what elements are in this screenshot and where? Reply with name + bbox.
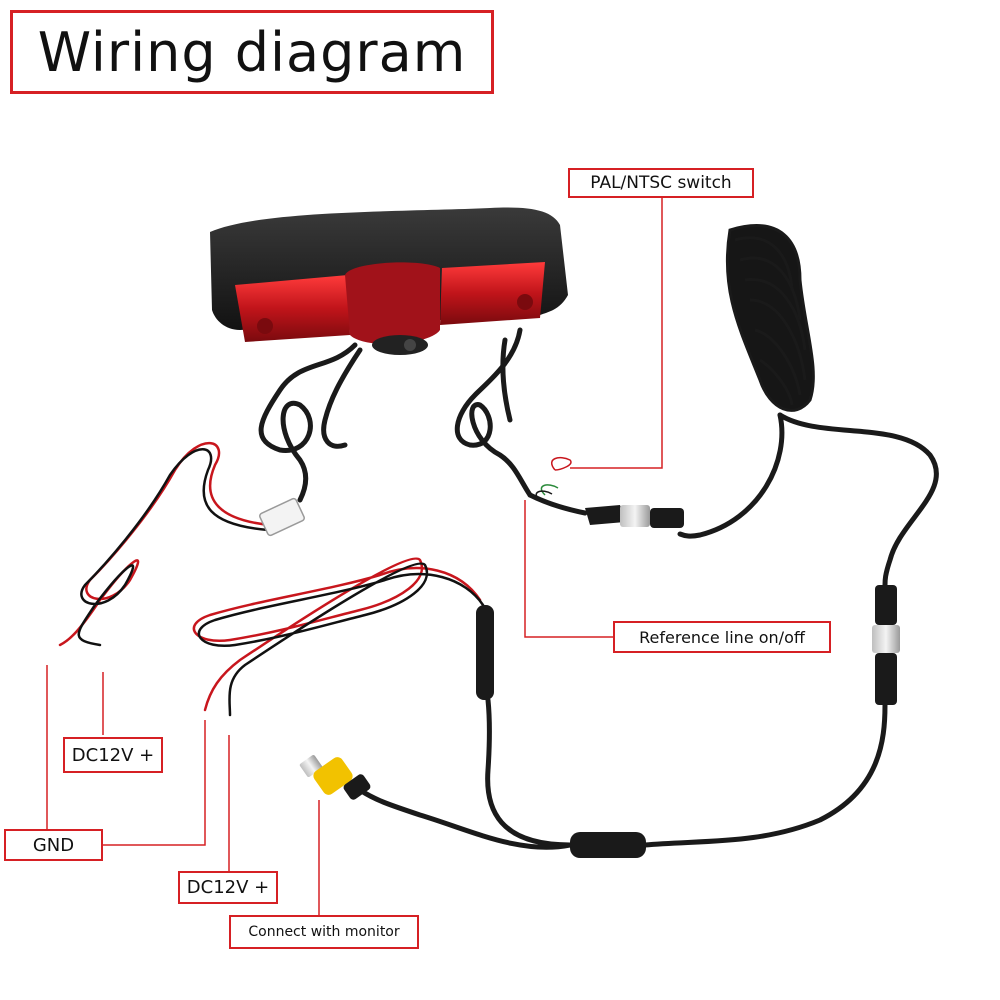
label-pal-ntsc-text: PAL/NTSC switch <box>590 173 732 193</box>
coiled-extension-cable <box>725 224 815 412</box>
label-dc12v-left: DC12V + <box>63 737 163 773</box>
label-reference-line-text: Reference line on/off <box>639 627 805 647</box>
brake-light-camera <box>210 207 568 355</box>
switch-wires <box>535 457 572 501</box>
label-dc12v-bottom: DC12V + <box>178 871 278 904</box>
label-dc12v-bottom-text: DC12V + <box>186 877 270 898</box>
cables <box>258 327 939 850</box>
label-connect-monitor-text: Connect with monitor <box>248 924 400 940</box>
label-pal-ntsc-switch: PAL/NTSC switch <box>568 168 754 198</box>
power-wires-left <box>58 441 272 647</box>
connectors <box>259 497 900 858</box>
page-title: Wiring diagram <box>37 20 467 84</box>
label-reference-line: Reference line on/off <box>613 621 831 653</box>
power-wires-middle <box>192 557 485 717</box>
label-gnd-text: GND <box>32 834 75 856</box>
leader-lines <box>46 196 663 915</box>
label-gnd: GND <box>4 829 103 861</box>
label-dc12v-left-text: DC12V + <box>71 744 155 766</box>
title-box: Wiring diagram <box>10 10 494 94</box>
label-connect-monitor: Connect with monitor <box>229 915 419 949</box>
